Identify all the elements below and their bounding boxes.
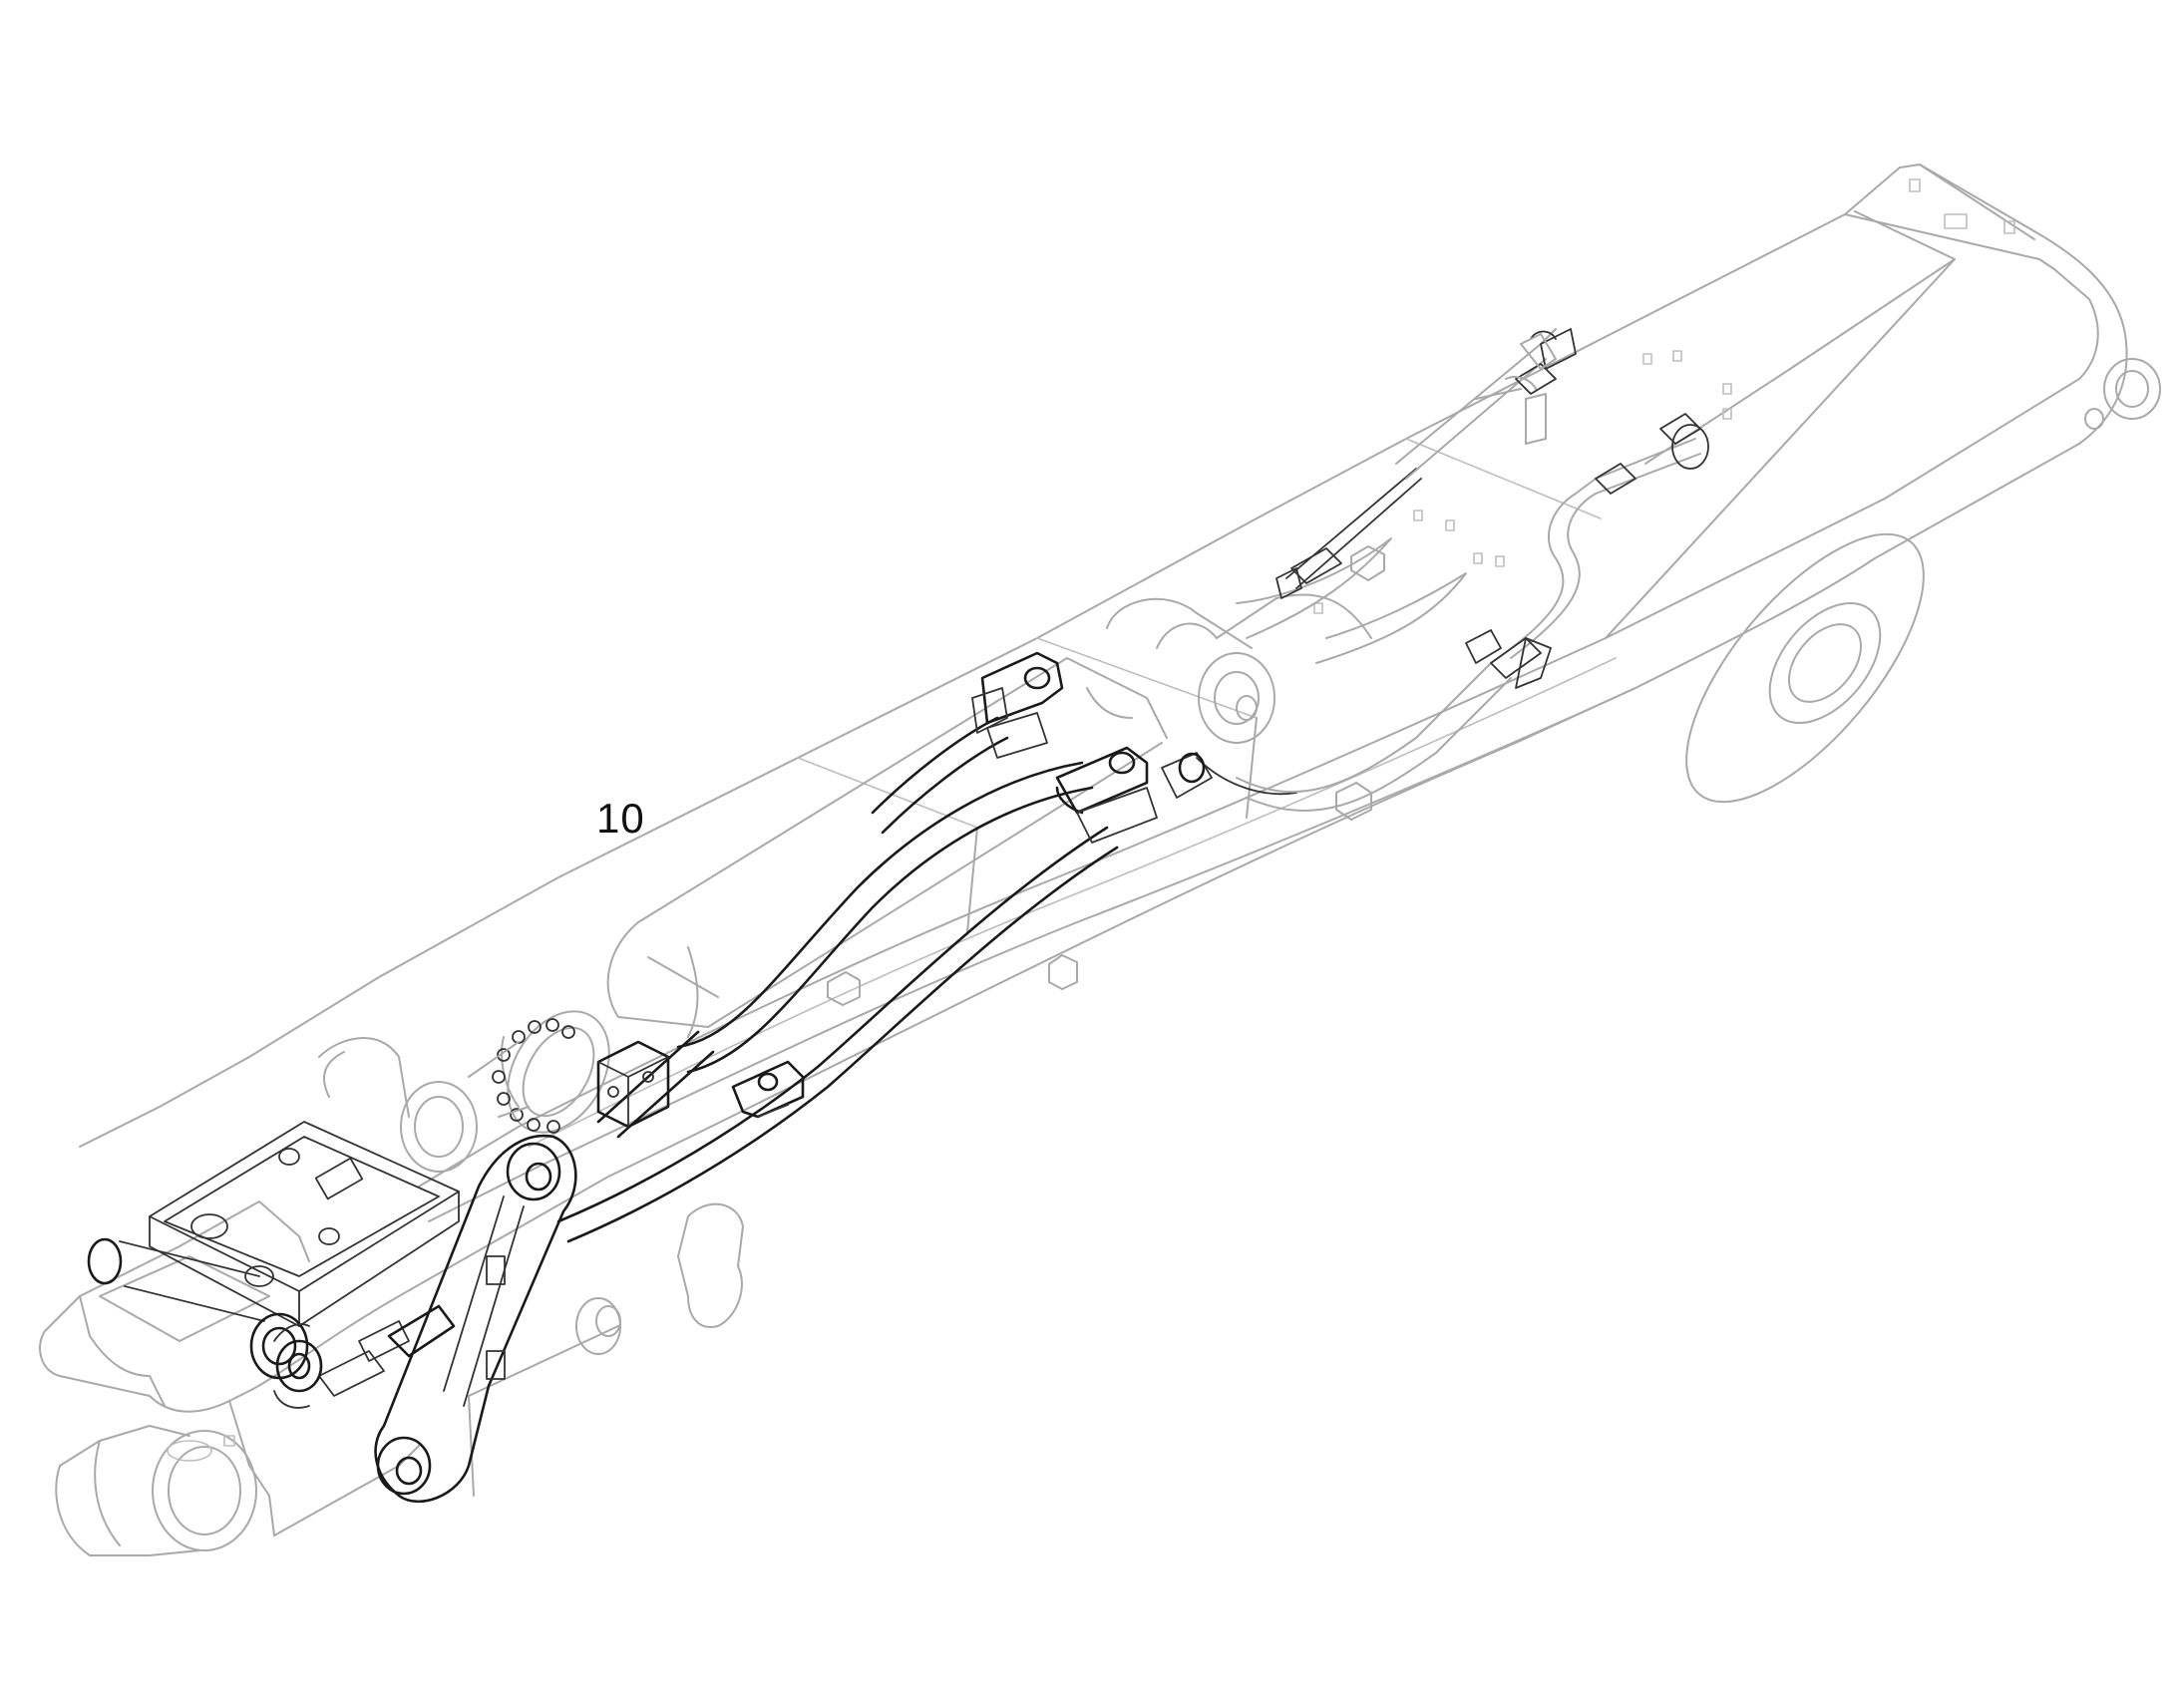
valve-block xyxy=(596,1040,670,1129)
link-arm xyxy=(374,1134,577,1504)
callout-label: 10 xyxy=(596,795,645,842)
upper-hose-lines xyxy=(1236,328,1701,812)
clamp-upper-left xyxy=(971,651,1064,759)
mounting-plate xyxy=(87,1121,460,1380)
bottom-fittings xyxy=(273,1304,456,1409)
upper-right-fittings xyxy=(1275,328,1709,689)
hydraulic-hoses xyxy=(556,468,1422,1243)
clamp-upper-middle xyxy=(1055,746,1213,844)
clamp-lower-middle xyxy=(731,1060,805,1119)
boom-cylinder xyxy=(318,537,1467,1173)
upper-bracket xyxy=(1475,333,1557,445)
